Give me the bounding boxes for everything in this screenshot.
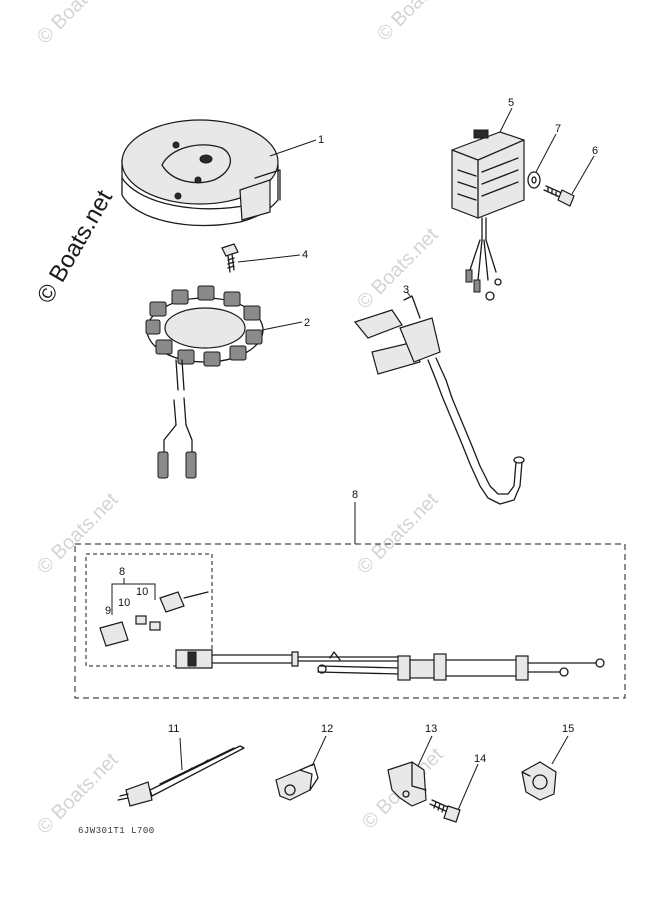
callout-11: 11 [168, 723, 179, 735]
leader-1 [269, 139, 317, 157]
part-15-clip [521, 735, 569, 801]
part-6-bolt [543, 155, 595, 207]
callout-4: 4 [302, 249, 308, 261]
callout-10b: 10 [136, 586, 148, 598]
leader-5 [499, 107, 513, 133]
watermark-top-right: © Boats.net [373, 0, 463, 46]
watermark-top-left: © Boats.net [33, 0, 123, 49]
harness-box [74, 543, 626, 699]
callout-2: 2 [304, 317, 310, 329]
part-12-clamp [275, 735, 327, 801]
part-11-cable-tie [117, 737, 245, 807]
watermark-left-mid: © Boats.net [33, 489, 123, 579]
part-2-stator [145, 285, 303, 479]
leader-14 [457, 763, 479, 811]
part-14-screw [429, 763, 479, 823]
watermark-mid-right: © Boats.net [353, 224, 443, 314]
leader-2 [261, 321, 303, 331]
part-3-pulser-coil [353, 291, 525, 505]
callout-14: 14 [474, 753, 486, 765]
leader-6 [571, 155, 595, 195]
watermarks: © Boats.net © Boats.net © Boats.net © Bo… [32, 0, 463, 839]
leader-15 [551, 735, 569, 765]
callout-8-main: 8 [352, 489, 358, 501]
part-8-harness [175, 649, 605, 681]
callout-12: 12 [321, 723, 333, 735]
callout-9: 9 [105, 605, 111, 617]
part-4-bolt [221, 243, 301, 273]
inset-connectors: 8 9 10 10 [99, 566, 209, 647]
part-13-bracket [387, 735, 433, 807]
callout-13: 13 [425, 723, 437, 735]
part-7-washer [527, 133, 557, 189]
callout-7: 7 [555, 123, 561, 135]
leader-12 [311, 735, 327, 767]
callout-5: 5 [508, 97, 514, 109]
leader-13 [417, 735, 433, 767]
callout-15: 15 [562, 723, 574, 735]
watermark-main: © Boats.net [32, 185, 118, 308]
callout-3: 3 [403, 284, 409, 296]
callout-8-inset: 8 [119, 566, 125, 578]
connector-inset-box [85, 553, 213, 667]
leader-4 [237, 254, 301, 263]
watermark-right-mid: © Boats.net [353, 489, 443, 579]
callout-6: 6 [592, 145, 598, 157]
leader-3 [406, 291, 411, 297]
callout-1: 1 [318, 134, 324, 146]
diagram-code: 6JW301T1 L700 [78, 826, 155, 836]
leader-7 [535, 133, 557, 173]
leader-11 [179, 737, 183, 771]
callout-10a: 10 [118, 597, 130, 609]
part-5-rectifier [451, 107, 525, 301]
part-1-flywheel [121, 119, 317, 227]
